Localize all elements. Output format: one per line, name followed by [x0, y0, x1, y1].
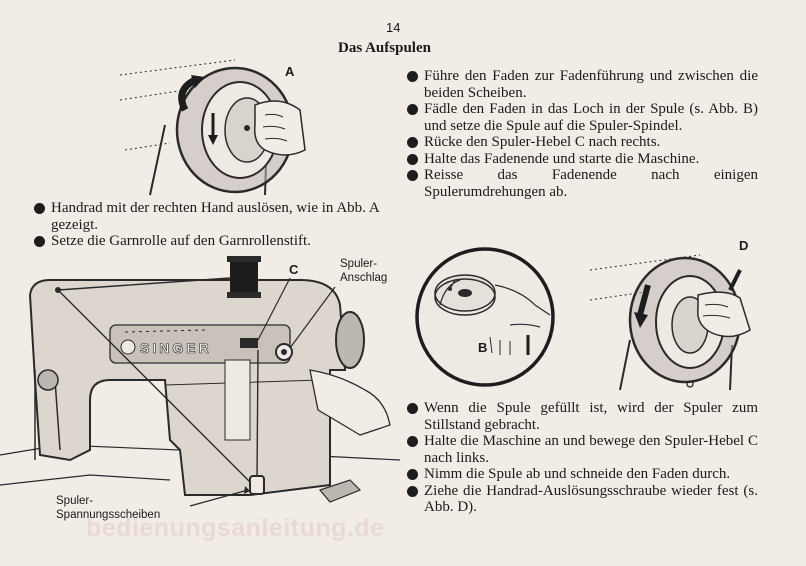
instructions-right-top-list: Führe den Faden zur Fadenführung und zwi…	[406, 68, 758, 200]
page-number: 14	[386, 20, 401, 35]
figure-b-bobbin-illustration	[415, 247, 555, 387]
instructions-right-bottom-list: Wenn die Spule gefüllt ist, wird der Spu…	[406, 400, 758, 516]
instructions-left-list: Handrad mit der rechten Hand auslösen, w…	[33, 200, 385, 250]
instruction-item: Reisse das Fadenende nach einigen Spuler…	[406, 167, 758, 200]
instruction-item: Wenn die Spule gefüllt ist, wird der Spu…	[406, 400, 758, 433]
spannungsscheiben-callout: Spuler- Spannungsscheiben	[56, 494, 160, 522]
instruction-item: Halte das Fadenende und starte die Masch…	[406, 151, 758, 168]
instruction-item: Führe den Faden zur Fadenführung und zwi…	[406, 68, 758, 101]
page-title: Das Aufspulen	[338, 40, 431, 56]
sewing-machine-illustration: SINGER	[0, 256, 401, 507]
singer-logo-text: SINGER	[140, 340, 212, 356]
callout-line: Anschlag	[340, 272, 388, 284]
figure-b-label: B	[478, 340, 488, 355]
instruction-item: Nimm die Spule ab und schneide den Faden…	[406, 466, 758, 483]
figure-d-handwheel-illustration	[589, 254, 751, 391]
figure-a-label: A	[285, 64, 295, 79]
instruction-item: Halte die Maschine an und bewege den Spu…	[406, 433, 758, 466]
callout-line: Spuler-	[340, 258, 378, 270]
figure-a-handwheel-illustration	[119, 59, 306, 196]
callout-line: Spuler-	[56, 495, 94, 507]
instruction-item: Ziehe die Handrad-Auslösungsschraube wie…	[406, 483, 758, 516]
spuler-anschlag-callout: Spuler- Anschlag	[340, 257, 387, 285]
instruction-item: Setze die Garnrolle auf den Garnrollenst…	[33, 233, 385, 250]
callout-line: Spannungsscheiben	[56, 509, 161, 521]
instruction-item: Rücke den Spuler-Hebel C nach rechts.	[406, 134, 758, 151]
instruction-item: Handrad mit der rechten Hand auslösen, w…	[33, 200, 385, 233]
lever-c-label: C	[289, 262, 299, 277]
figure-d-label: D	[739, 238, 749, 253]
watermark: bedienungsanleitung.de	[86, 514, 385, 542]
instruction-item: Fädle den Faden in das Loch in der Spule…	[406, 101, 758, 134]
